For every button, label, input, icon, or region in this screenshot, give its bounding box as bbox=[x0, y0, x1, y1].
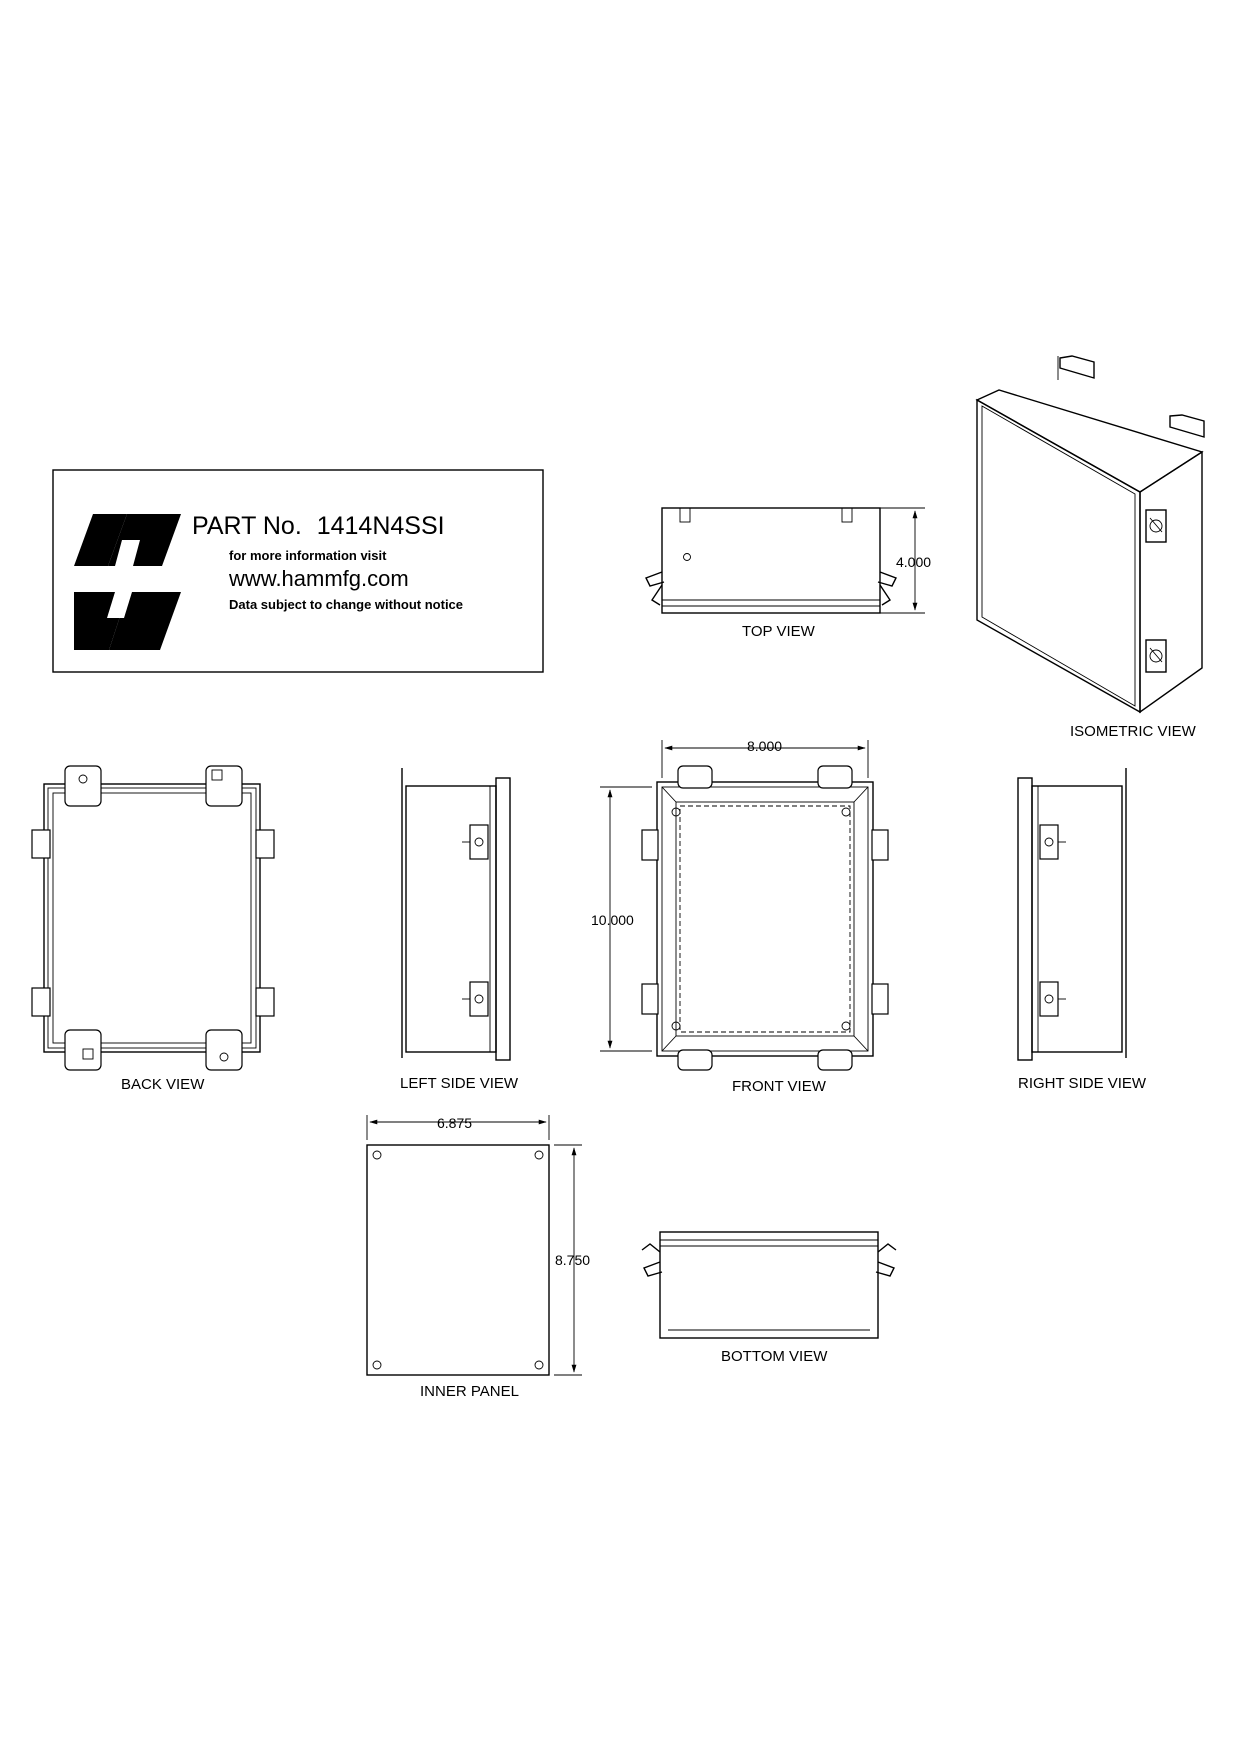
top-view: 4.000 TOP VIEW bbox=[645, 507, 931, 640]
left-side-view: LEFT SIDE VIEW bbox=[400, 768, 519, 1092]
bottom-view: BOTTOM VIEW bbox=[641, 1231, 897, 1365]
height-dimension: 10.000 bbox=[591, 912, 634, 928]
iso-latch-top bbox=[1145, 509, 1167, 543]
bottom-view-label: BOTTOM VIEW bbox=[721, 1348, 828, 1365]
back-view-label: BACK VIEW bbox=[121, 1076, 205, 1093]
info-line: for more information visit bbox=[229, 548, 387, 563]
panel-width-dimension: 6.875 bbox=[437, 1115, 472, 1131]
part-number-label: PART No. 1414N4SSI bbox=[192, 512, 445, 540]
left-side-view-label: LEFT SIDE VIEW bbox=[400, 1075, 519, 1092]
website-url: www.hammfg.com bbox=[228, 566, 409, 591]
hammond-logo bbox=[74, 514, 181, 650]
width-dimension: 8.000 bbox=[747, 738, 782, 754]
panel-height-dimension: 8.750 bbox=[555, 1252, 590, 1268]
change-notice: Data subject to change without notice bbox=[229, 597, 463, 612]
inner-panel: 6.875 8.750 INNER PANEL bbox=[366, 1115, 590, 1400]
iso-latch-bottom bbox=[1145, 639, 1167, 673]
front-view-label: FRONT VIEW bbox=[732, 1078, 827, 1095]
depth-dimension: 4.000 bbox=[896, 554, 931, 570]
isometric-view-label: ISOMETRIC VIEW bbox=[1070, 723, 1197, 740]
back-view: BACK VIEW bbox=[31, 765, 275, 1093]
front-view: 8.000 10.000 FRONT VIEW bbox=[591, 738, 889, 1095]
right-side-view-label: RIGHT SIDE VIEW bbox=[1018, 1075, 1147, 1092]
top-view-label: TOP VIEW bbox=[742, 623, 816, 640]
right-side-view: RIGHT SIDE VIEW bbox=[1017, 768, 1147, 1092]
title-block: PART No. 1414N4SSI for more information … bbox=[52, 469, 544, 673]
isometric-view: ISOMETRIC VIEW bbox=[975, 355, 1205, 740]
inner-panel-label: INNER PANEL bbox=[420, 1383, 519, 1400]
